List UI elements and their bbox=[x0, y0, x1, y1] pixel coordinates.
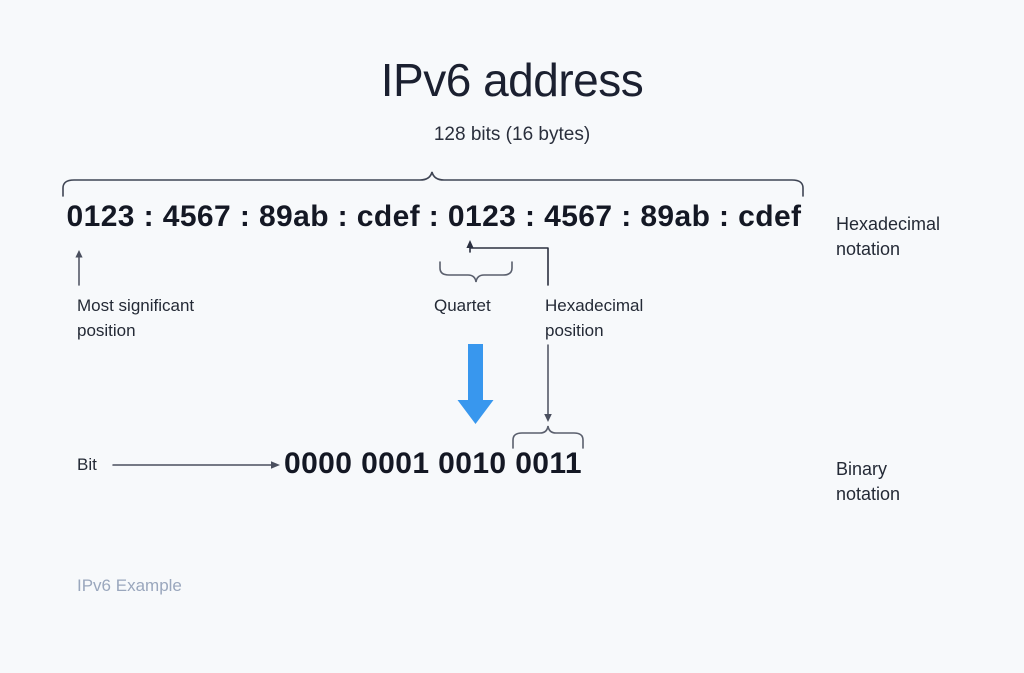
page-title: IPv6 address bbox=[380, 54, 644, 106]
quartet-brace-icon bbox=[439, 261, 513, 283]
binary-value: 0000 0001 0010 0011 bbox=[284, 447, 582, 480]
most-significant-position-label: Most significant position bbox=[77, 293, 287, 343]
bit-label: Bit bbox=[77, 455, 97, 474]
most-significant-line1: Most significant bbox=[77, 296, 195, 315]
hexadecimal-position-label: Hexadecimal position bbox=[545, 293, 715, 343]
footer-caption: IPv6 Example bbox=[77, 576, 182, 595]
most-significant-position-arrowhead-icon bbox=[75, 250, 83, 258]
hexadecimal-position-down-arrowhead-icon bbox=[544, 414, 552, 422]
quartet-label: Quartet bbox=[434, 296, 491, 315]
address-span-brace-icon bbox=[62, 171, 804, 197]
address-size-subtitle: 128 bits (16 bytes) bbox=[433, 124, 591, 145]
binary-notation-line2: notation bbox=[836, 484, 901, 504]
most-significant-line2: position bbox=[77, 321, 136, 340]
hexadecimal-position-line2: position bbox=[545, 321, 604, 340]
hexadecimal-position-line1: Hexadecimal bbox=[545, 296, 644, 315]
hexadecimal-position-arrowhead-icon bbox=[466, 240, 474, 248]
binary-notation-label: Binary notation bbox=[836, 457, 1016, 507]
hex-address-value: 0123 : 4567 : 89ab : cdef : 0123 : 4567 … bbox=[66, 200, 802, 233]
bit-pointer-arrow-head-icon bbox=[271, 461, 280, 469]
binary-quartet-brace-icon bbox=[512, 425, 584, 449]
hexadecimal-notation-line1: Hexadecimal bbox=[836, 214, 941, 234]
conversion-arrow-down-icon bbox=[457, 344, 494, 424]
hexadecimal-notation-label: Hexadecimal notation bbox=[836, 212, 1016, 262]
binary-notation-line1: Binary bbox=[836, 459, 888, 479]
hexadecimal-position-connector-icon bbox=[469, 247, 549, 286]
hexadecimal-notation-line2: notation bbox=[836, 239, 901, 259]
